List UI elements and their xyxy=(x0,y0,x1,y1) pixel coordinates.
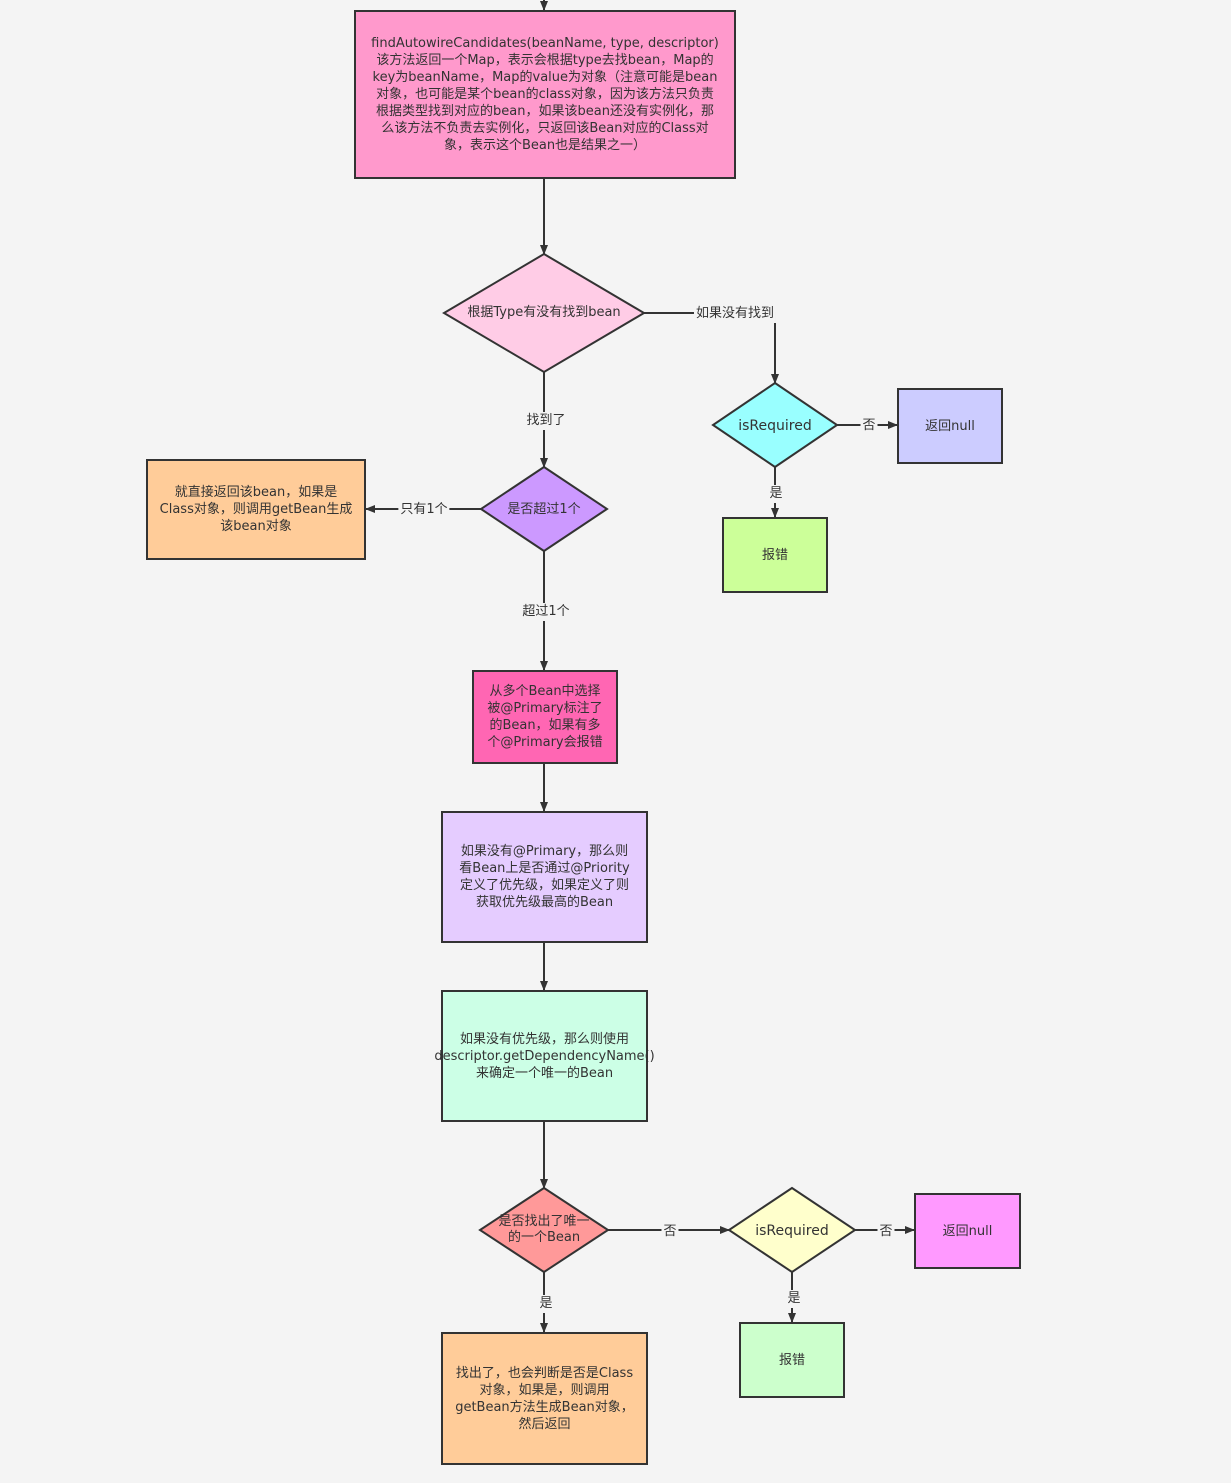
process-found-return: 找出了，也会判断是否是Class对象，如果是，则调用getBean方法生成Bea… xyxy=(441,1332,648,1465)
edge-label-no-1: 否 xyxy=(860,417,878,435)
decision-is-required-1-label: isRequired xyxy=(738,418,812,434)
process-check-priority: 如果没有@Primary，那么则看Bean上是否通过@Priority定义了优先… xyxy=(441,811,648,943)
node-text: 就直接返回该bean，如果是Class对象，则调用getBean生成该bean对… xyxy=(159,485,353,534)
process-error-1: 报错 xyxy=(722,517,828,593)
decision-is-required-1 xyxy=(711,381,839,469)
edge-label-no-2: 否 xyxy=(661,1223,679,1241)
edge-label-yes-2: 是 xyxy=(537,1295,555,1313)
process-find-candidates: findAutowireCandidates(beanName, type, d… xyxy=(354,10,736,179)
edge-label-only-one: 只有1个 xyxy=(398,501,450,519)
process-choose-primary: 从多个Bean中选择被@Primary标注了的Bean，如果有多个@Primar… xyxy=(472,670,618,764)
decision-more-than-one xyxy=(479,465,609,553)
decision-found-unique-label: 是否找出了唯一的一个Bean xyxy=(498,1214,590,1245)
node-text: 从多个Bean中选择被@Primary标注了的Bean，如果有多个@Primar… xyxy=(487,684,603,750)
process-return-null-1: 返回null xyxy=(897,388,1003,464)
edge-label-no-3: 否 xyxy=(877,1223,895,1241)
node-text: 报错 xyxy=(778,1352,805,1368)
process-dependency-name: 如果没有优先级，那么则使用descriptor.getDependencyNam… xyxy=(434,990,655,1122)
process-return-bean: 就直接返回该bean，如果是Class对象，则调用getBean生成该bean对… xyxy=(146,459,366,560)
edge-label-yes-3: 是 xyxy=(785,1290,803,1308)
edge-label-more-one: 超过1个 xyxy=(520,603,572,621)
node-text: 如果没有@Primary，那么则看Bean上是否通过@Priority定义了优先… xyxy=(459,844,630,910)
decision-more-than-one-label: 是否超过1个 xyxy=(507,502,581,517)
edge-not-found xyxy=(644,312,779,384)
edge-label-not-found: 如果没有找到 xyxy=(693,305,777,323)
node-text: 返回null xyxy=(942,1223,993,1239)
decision-found-unique xyxy=(478,1186,610,1274)
process-return-null-2: 返回null xyxy=(914,1193,1021,1269)
node-text: 报错 xyxy=(761,547,788,563)
decision-is-required-2 xyxy=(727,1186,857,1274)
edge-label-found: 找到了 xyxy=(524,412,568,430)
node-text: 找出了，也会判断是否是Class对象，如果是，则调用getBean方法生成Bea… xyxy=(455,1365,634,1432)
node-text: 返回null xyxy=(925,418,975,434)
decision-is-required-2-label: isRequired xyxy=(755,1223,829,1239)
node-text: findAutowireCandidates(beanName, type, d… xyxy=(371,36,719,153)
decision-found-by-type-label: 根据Type有没有找到bean xyxy=(467,305,621,320)
process-error-2: 报错 xyxy=(739,1322,845,1398)
edge-label-yes-1: 是 xyxy=(767,485,785,503)
node-text: 如果没有优先级，那么则使用descriptor.getDependencyNam… xyxy=(434,1031,655,1081)
decision-found-by-type xyxy=(442,252,646,374)
